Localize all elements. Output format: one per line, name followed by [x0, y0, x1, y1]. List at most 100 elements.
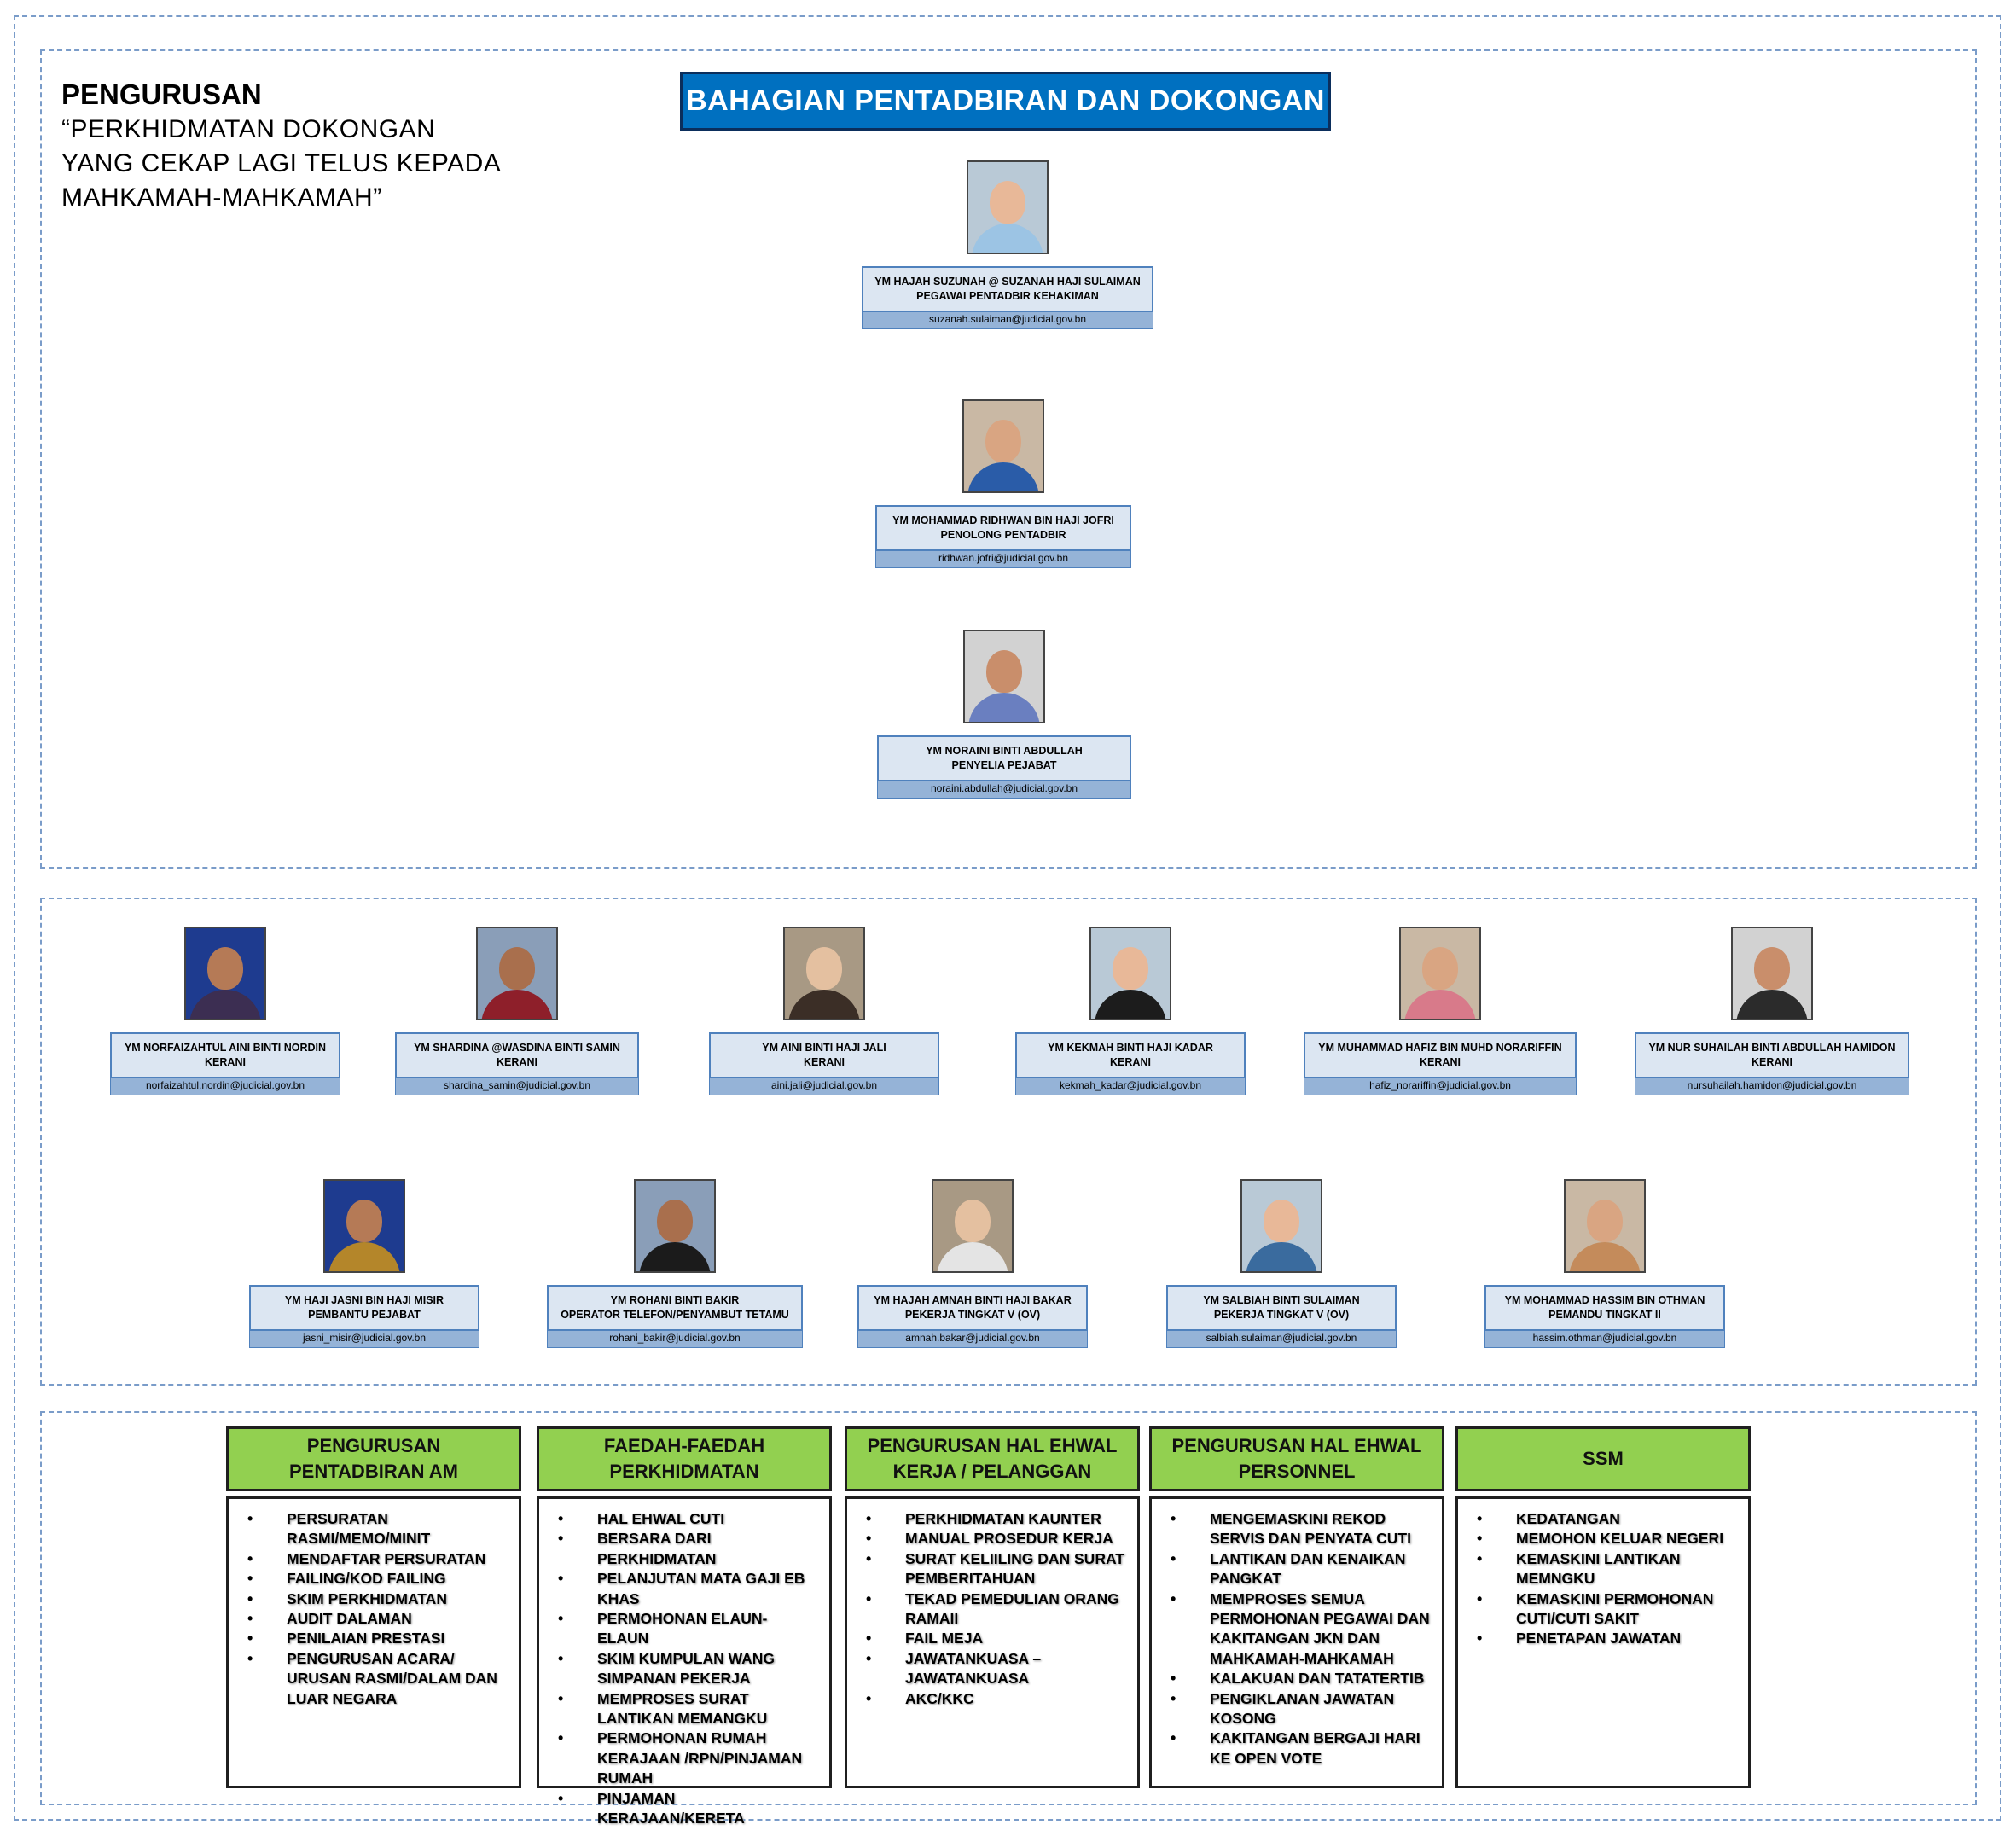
staff-name: YM MOHAMMAD HASSIM BIN OTHMAN	[1504, 1294, 1705, 1306]
category-item: MANUAL PROSEDUR KERJA	[866, 1529, 1125, 1549]
category-item: PENETAPAN JAWATAN	[1477, 1629, 1736, 1649]
staff-photo	[967, 160, 1049, 254]
name-box: YM SHARDINA @WASDINA BINTI SAMIN KERANI	[395, 1032, 639, 1078]
category-panel: PENGURUSAN HAL EHWAL KERJA / PELANGGAN PER…	[845, 1426, 1140, 1788]
category-header: FAEDAH-FAEDAH PERKHIDMATAN	[537, 1426, 832, 1491]
functions-section	[40, 1411, 1977, 1805]
staff-title: KERANI	[804, 1056, 845, 1068]
category-header: SSM	[1455, 1426, 1751, 1491]
category-item: SKIM PERKHIDMATAN	[247, 1589, 507, 1610]
staff-name: YM ROHANI BINTI BAKIR	[610, 1294, 740, 1306]
category-item: MEMPROSES SEMUA PERMOHONAN PEGAWAI DAN K…	[1171, 1589, 1430, 1670]
motto-line: YANG CEKAP LAGI TELUS KEPADA	[61, 149, 502, 177]
staff-email: salbiah.sulaiman@judicial.gov.bn	[1166, 1331, 1397, 1348]
staff-photo	[323, 1179, 405, 1273]
staff-email: norfaizahtul.nordin@judicial.gov.bn	[110, 1078, 340, 1095]
staff-name: YM NORFAIZAHTUL AINI BINTI NORDIN	[124, 1042, 327, 1054]
category-item: KEDATANGAN	[1477, 1509, 1736, 1530]
staff-email: amnah.bakar@judicial.gov.bn	[857, 1331, 1088, 1348]
staff-photo	[1240, 1179, 1322, 1273]
staff-name: YM NORAINI BINTI ABDULLAH	[926, 745, 1083, 757]
staff-title: PEMBANTU PEJABAT	[308, 1309, 421, 1321]
category-item: SURAT KELIILING DAN SURAT PEMBERITAHUAN	[866, 1549, 1125, 1589]
motto-line: “PERKHIDMATAN DOKONGAN	[61, 115, 436, 143]
name-box: YM ROHANI BINTI BAKIR OPERATOR TELEFON/PE…	[547, 1285, 803, 1331]
management-section	[40, 49, 1977, 869]
category-item: BERSARA DARI PERKHIDMATAN	[558, 1529, 817, 1569]
staff-email: suzanah.sulaiman@judicial.gov.bn	[862, 312, 1153, 329]
category-item: PENGIKLANAN JAWATAN KOSONG	[1171, 1689, 1430, 1729]
staff-title: PEKERJA TINGKAT V (OV)	[1213, 1309, 1350, 1321]
page-title: BAHAGIAN PENTADBIRAN DAN DOKONGAN	[680, 72, 1331, 131]
category-item: MENGEMASKINI REKOD SERVIS DAN PENYATA CU…	[1171, 1509, 1430, 1549]
staff-email: aini.jali@judicial.gov.bn	[709, 1078, 939, 1095]
staff-email: shardina_samin@judicial.gov.bn	[395, 1078, 639, 1095]
staff-card: YM ROHANI BINTI BAKIR OPERATOR TELEFON/PE…	[547, 1179, 803, 1348]
outer-frame	[14, 15, 2001, 1821]
staff-name: YM SALBIAH BINTI SULAIMAN	[1203, 1294, 1360, 1306]
staff-name: YM SHARDINA @WASDINA BINTI SAMIN	[414, 1042, 620, 1054]
category-item: HAL EHWAL CUTI	[558, 1509, 817, 1530]
staff-name: YM HAJAH SUZUNAH @ SUZANAH HAJI SULAIMAN	[874, 276, 1141, 288]
staff-photo	[932, 1179, 1014, 1273]
staff-title: KERANI	[205, 1056, 246, 1068]
staff-photo	[634, 1179, 716, 1273]
category-item: JAWATANKUASA – JAWATANKUASA	[866, 1649, 1125, 1689]
category-body: PERKHIDMATAN KAUNTERMANUAL PROSEDUR KERJ…	[845, 1496, 1140, 1788]
category-item: PENGURUSAN ACARA/ URUSAN RASMI/DALAM DAN…	[247, 1649, 507, 1709]
name-box: YM SALBIAH BINTI SULAIMAN PEKERJA TINGKAT…	[1166, 1285, 1397, 1331]
category-item: PELANJUTAN MATA GAJI EB KHAS	[558, 1569, 817, 1609]
category-item: KEMASKINI PERMOHONAN CUTI/CUTI SAKIT	[1477, 1589, 1736, 1630]
staff-photo	[184, 927, 266, 1020]
category-item: MENDAFTAR PERSURATAN	[247, 1549, 507, 1570]
staff-photo	[962, 399, 1044, 493]
category-item: AKC/KKC	[866, 1689, 1125, 1710]
category-header-line: PERKHIDMATAN	[609, 1461, 759, 1482]
staff-title: PEMANDU TINGKAT II	[1548, 1309, 1661, 1321]
staff-photo	[476, 927, 558, 1020]
category-item: PERSURATAN RASMI/MEMO/MINIT	[247, 1509, 507, 1549]
category-body: MENGEMASKINI REKOD SERVIS DAN PENYATA CU…	[1149, 1496, 1444, 1788]
staff-title: KERANI	[1110, 1056, 1151, 1068]
category-panel: SSM KEDATANGANMEMOHON KELUAR NEGERI KEMASK…	[1455, 1426, 1751, 1788]
category-item: KALAKUAN DAN TATATERTIB	[1171, 1669, 1430, 1689]
category-header-line: PERSONNEL	[1238, 1461, 1356, 1482]
category-header-line: FAEDAH-FAEDAH	[603, 1435, 765, 1456]
name-box: YM HAJAH SUZUNAH @ SUZANAH HAJI SULAIMAN…	[862, 266, 1153, 312]
category-item: TEKAD PEMEDULIAN ORANG RAMAII	[866, 1589, 1125, 1630]
staff-photo	[783, 927, 865, 1020]
category-header-line: KERJA / PELANGGAN	[892, 1461, 1092, 1482]
category-item: PENILAIAN PRESTASI	[247, 1629, 507, 1649]
category-item: MEMOHON KELUAR NEGERI	[1477, 1529, 1736, 1549]
staff-email: noraini.abdullah@judicial.gov.bn	[877, 781, 1131, 799]
staff-photo	[963, 630, 1045, 723]
category-item: AUDIT DALAMAN	[247, 1609, 507, 1630]
staff-title: KERANI	[1752, 1056, 1792, 1068]
category-header-line: PENTADBIRAN AM	[289, 1461, 458, 1482]
staff-title: KERANI	[497, 1056, 537, 1068]
category-header: PENGURUSAN HAL EHWAL KERJA / PELANGGAN	[845, 1426, 1140, 1491]
staff-card: YM HAJAH SUZUNAH @ SUZANAH HAJI SULAIMAN…	[862, 160, 1153, 329]
motto-block: PENGURUSAN “PERKHIDMATAN DOKONGAN YANG C…	[61, 77, 573, 215]
category-header-line: PENGURUSAN HAL EHWAL	[867, 1435, 1118, 1456]
category-body: PERSURATAN RASMI/MEMO/MINITMENDAFTAR PER…	[226, 1496, 521, 1788]
staff-email: rohani_bakir@judicial.gov.bn	[547, 1331, 803, 1348]
staff-name: YM KEKMAH BINTI HAJI KADAR	[1048, 1042, 1213, 1054]
category-header-line: SSM	[1583, 1448, 1624, 1469]
name-box: YM KEKMAH BINTI HAJI KADAR KERANI	[1015, 1032, 1246, 1078]
staff-title: OPERATOR TELEFON/PENYAMBUT TETAMU	[561, 1309, 789, 1321]
